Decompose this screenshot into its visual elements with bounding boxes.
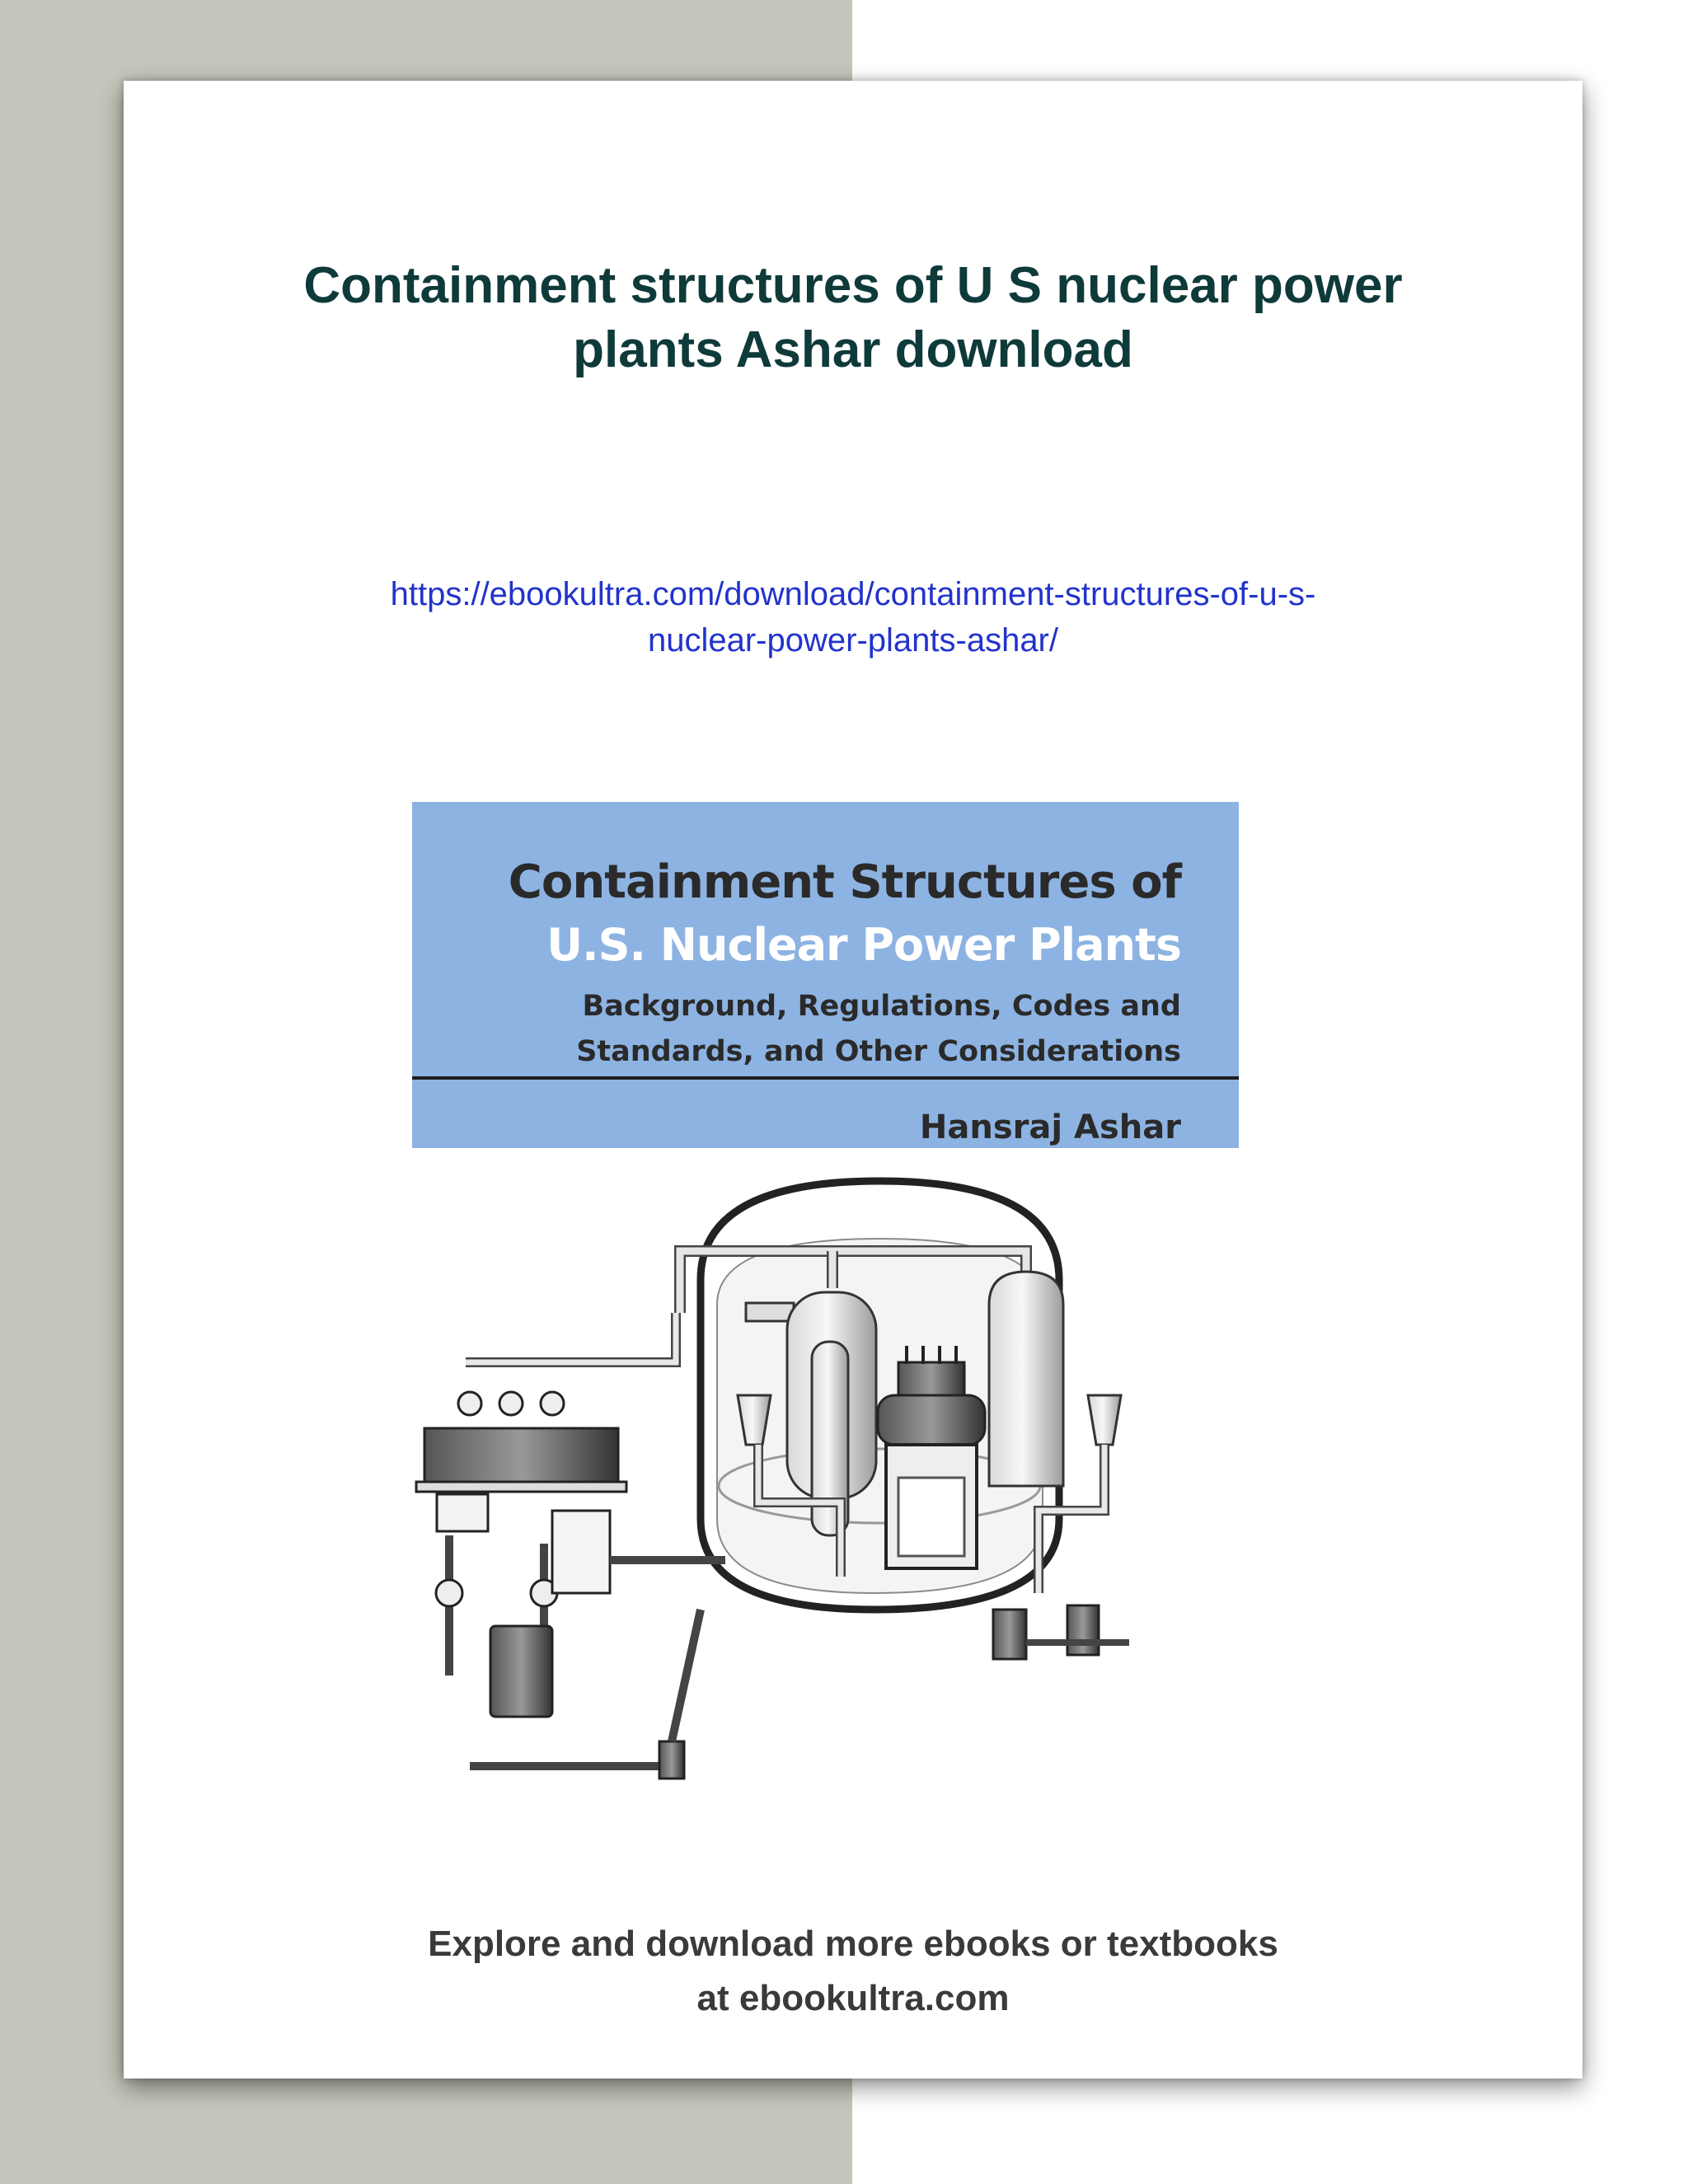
page-title: Containment structures of U S nuclear po…	[124, 254, 1582, 382]
cover-author: Hansraj Ashar	[919, 1108, 1181, 1146]
footer-line: at ebookultra.com	[696, 1978, 1010, 2018]
containment-structure-illustration	[415, 1177, 1129, 1780]
document-page: Containment structures of U S nuclear po…	[124, 81, 1582, 2079]
footer-line: Explore and download more ebooks or text…	[428, 1924, 1278, 1964]
cover-subtitle-line: Background, Regulations, Codes and	[582, 990, 1181, 1023]
footer-promo: Explore and download more ebooks or text…	[124, 1917, 1582, 2026]
cover-title-line: U.S. Nuclear Power Plants	[546, 919, 1182, 971]
download-link-line: https://ebookultra.com/download/containm…	[390, 576, 1316, 612]
book-cover-image: Containment Structures of U.S. Nuclear P…	[412, 802, 1239, 1898]
cover-divider	[412, 1076, 1239, 1080]
cover-title-band: Containment Structures of U.S. Nuclear P…	[412, 802, 1239, 1148]
download-link-line: nuclear-power-plants-ashar/	[647, 622, 1058, 658]
page-title-line: Containment structures of U S nuclear po…	[303, 257, 1403, 314]
download-link[interactable]: https://ebookultra.com/download/containm…	[124, 571, 1582, 663]
cover-title-line: Containment Structures of	[508, 855, 1182, 909]
cover-subtitle-line: Standards, and Other Considerations	[576, 1035, 1181, 1068]
page-title-line: plants Ashar download	[573, 321, 1133, 378]
